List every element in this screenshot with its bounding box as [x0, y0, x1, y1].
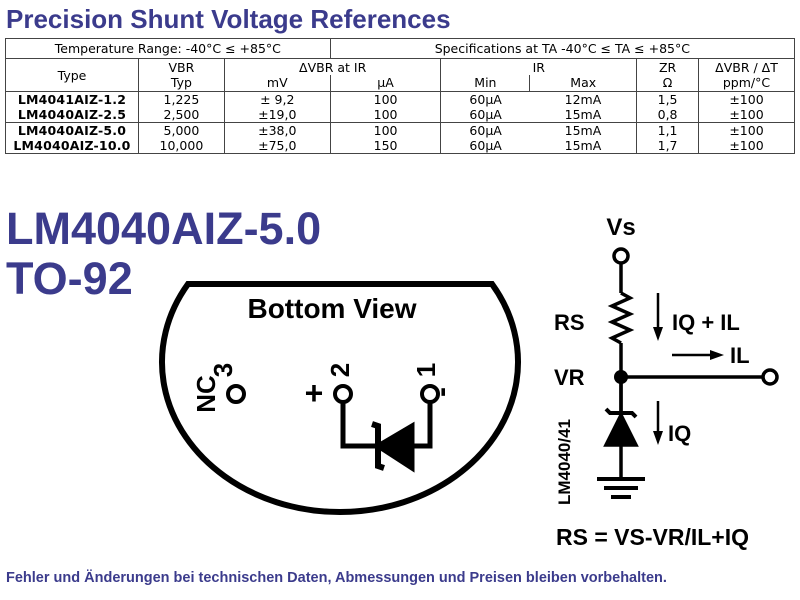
part-number: LM4040AIZ-5.0 — [6, 203, 322, 254]
table-range-row: Temperature Range: -40°C ≤ +85°C Specifi… — [5, 38, 796, 59]
cell-min: 60µA — [440, 122, 530, 138]
cell-zr: 1,5 — [636, 91, 700, 107]
package-type: TO-92 — [6, 253, 133, 304]
cell-min: 60µA — [440, 138, 530, 154]
zener-diode-icon — [340, 402, 433, 473]
cell-mv: ± 9,2 — [223, 91, 331, 107]
ground-icon — [597, 477, 645, 499]
col-header-tc: ΔVBR / ΔT — [698, 58, 795, 75]
table-row: LM4040AIZ-2.5 2,500 ±19,0 100 60µA 15mA … — [5, 107, 795, 123]
table-row: LM4040AIZ-10.0 10,000 ±75,0 150 60µA 15m… — [5, 138, 795, 154]
cell-zr: 1,7 — [636, 138, 700, 154]
cell-max: 15mA — [529, 138, 638, 154]
iq-il-arrow-icon — [653, 293, 663, 341]
device-label: LM4040/41 — [555, 419, 574, 505]
col-sub-max: Max — [529, 75, 638, 92]
pin-3-label: 3 — [208, 363, 238, 377]
pin-2-label: 2 — [325, 363, 355, 377]
formula: RS = VS-VR/IL+IQ — [556, 524, 749, 550]
col-header-dvbr: ΔVBR at IR — [223, 58, 442, 75]
col-header-vbr: VBR — [137, 58, 225, 75]
output-terminal — [761, 368, 779, 386]
pin-1-label: 1 — [411, 363, 441, 377]
cell-ua: 100 — [329, 107, 442, 123]
cell-mv: ±75,0 — [223, 138, 331, 154]
footer-disclaimer: Fehler und Änderungen bei technischen Da… — [6, 570, 667, 586]
cell-type: LM4040AIZ-2.5 — [5, 107, 139, 123]
cell-type: LM4040AIZ-10.0 — [5, 138, 139, 154]
cell-max: 15mA — [529, 107, 638, 123]
cell-min: 60µA — [440, 91, 530, 107]
cell-type: LM4040AIZ-5.0 — [5, 122, 139, 138]
vs-label: Vs — [606, 214, 635, 241]
cell-ua: 150 — [329, 138, 442, 154]
cell-max: 15mA — [529, 122, 638, 138]
bottom-view-label: Bottom View — [247, 293, 416, 324]
cell-min: 60µA — [440, 107, 530, 123]
cell-tc: ±100 — [698, 91, 795, 107]
cell-tc: ±100 — [698, 122, 795, 138]
cell-vbr: 1,225 — [137, 91, 225, 107]
spec-note-cell: Specifications at TA -40°C ≤ TA ≤ +85°C — [329, 38, 796, 59]
col-header-type: Type — [5, 58, 139, 92]
iq-il-label: IQ + IL — [672, 310, 740, 335]
col-sub-vbr: Typ — [137, 75, 225, 92]
cell-mv: ±38,0 — [223, 122, 331, 138]
col-header-ir: IR — [440, 58, 638, 75]
pin-3-pad — [226, 384, 246, 404]
nc-label: NC — [191, 375, 221, 413]
col-sub-min: Min — [440, 75, 531, 92]
vs-terminal — [612, 247, 630, 265]
iq-arrow-icon — [653, 401, 663, 445]
table-row: LM4040AIZ-5.0 5,000 ±38,0 100 60µA 15mA … — [5, 122, 795, 138]
vr-label: VR — [554, 365, 585, 390]
col-header-zr: ZR — [636, 58, 700, 75]
cell-ua: 100 — [329, 91, 442, 107]
rs-label: RS — [554, 310, 585, 335]
cell-ua: 100 — [329, 122, 442, 138]
col-sub-tc: ppm/°C — [698, 75, 795, 92]
cell-tc: ±100 — [698, 107, 795, 123]
il-arrow-icon — [672, 350, 724, 360]
cell-mv: ±19,0 — [223, 107, 331, 123]
temp-range-cell: Temperature Range: -40°C ≤ +85°C — [5, 38, 331, 59]
cell-tc: ±100 — [698, 138, 795, 154]
spec-table: Temperature Range: -40°C ≤ +85°C Specifi… — [5, 38, 796, 154]
table-header-row: Type VBR ΔVBR at IR IR ZR ΔVBR / ΔT — [5, 58, 795, 92]
cell-max: 12mA — [529, 91, 638, 107]
col-sub-ua: µA — [329, 75, 442, 92]
table-row: LM4041AIZ-1.2 1,225 ± 9,2 100 60µA 12mA … — [5, 91, 795, 107]
cell-vbr: 10,000 — [137, 138, 225, 154]
cell-vbr: 2,500 — [137, 107, 225, 123]
col-sub-mv: mV — [223, 75, 331, 92]
col-sub-zr: Ω — [636, 75, 700, 92]
table-subheader-row: Typ mV µA Min Max Ω ppm/°C — [6, 75, 795, 92]
cell-zr: 0,8 — [636, 107, 700, 123]
minus-sign: - — [425, 387, 458, 397]
il-label: IL — [730, 343, 750, 368]
application-circuit: Vs RS IQ + IL VR IL LM4040/41 IQ — [554, 214, 779, 505]
page-title: Precision Shunt Voltage References — [6, 4, 451, 34]
pin-2-pad — [333, 384, 353, 404]
cell-vbr: 5,000 — [137, 122, 225, 138]
cell-zr: 1,1 — [636, 122, 700, 138]
cell-type: LM4041AIZ-1.2 — [5, 91, 139, 107]
package-bottom-view: Bottom View 3 NC 2 + 1 - — [159, 281, 521, 516]
plus-sign: + — [305, 375, 324, 411]
iq-label: IQ — [668, 421, 691, 446]
shunt-zener-icon — [603, 377, 639, 477]
